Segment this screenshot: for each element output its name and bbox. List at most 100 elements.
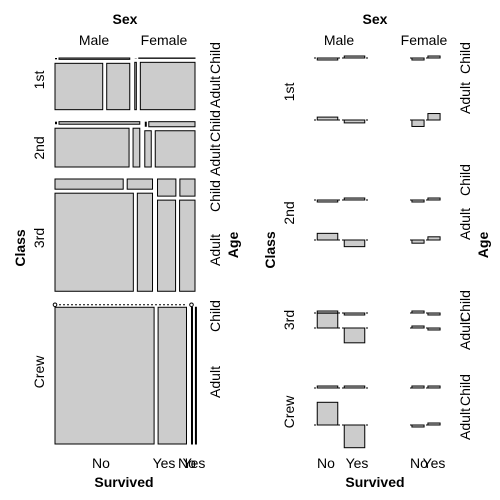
left-survived-label-no-female: No — [178, 455, 196, 471]
mosaic-1st-female-adult-no-tile — [134, 61, 137, 111]
left-class-label-3rd: 3rd — [31, 228, 47, 248]
mosaic-crew-female-adult-no-tile — [190, 306, 193, 445]
left-survived-title: Survived — [94, 474, 153, 490]
mosaic-3rd-male-child-yes-tile — [126, 178, 154, 190]
bar-1st-male-child-no-bar — [316, 57, 339, 61]
bar-1st-female-child-no-bar — [411, 57, 425, 61]
right-survived-label-yes-male: Yes — [346, 455, 369, 471]
bar-crew-female-adult-no-bar — [411, 424, 425, 428]
bar-1st-female-child-yes-bar — [427, 55, 441, 59]
bar-crew-female-child-yes-bar — [427, 385, 441, 389]
left-class-title: Class — [12, 229, 28, 267]
right-age-label-adult-2nd: Adult — [457, 208, 473, 240]
right-bar-marks — [314, 55, 442, 449]
mosaic-1st-male-adult-no-tile — [54, 62, 104, 111]
mosaic-2nd-male-adult-no-tile — [54, 127, 130, 168]
bar-crew-male-adult-no-bar — [316, 401, 339, 426]
mosaic-2nd-female-child-yes-tile — [148, 121, 196, 128]
right-bar-panel: Sex Male Female Class 1st 2nd 3rd Crew A… — [262, 11, 491, 490]
bar-3rd-female-adult-no-bar — [411, 325, 425, 329]
mosaic-3rd-female-adult-yes-tile — [179, 199, 196, 292]
mosaic-2nd-male-child-yes-tile — [58, 121, 141, 125]
bar-2nd-female-adult-yes-bar — [427, 236, 441, 241]
left-age-label-child-2nd: Child — [207, 110, 223, 142]
bar-crew-female-adult-yes-bar — [427, 422, 441, 426]
mosaic-3rd-male-adult-no-tile — [54, 192, 134, 292]
left-survived-label-yes-female: Yes — [183, 455, 206, 471]
right-age-label-adult-3rd: Adult — [457, 318, 473, 350]
right-sex-label-male: Male — [324, 32, 355, 48]
bar-1st-female-adult-no-bar — [411, 119, 425, 127]
bar-2nd-male-child-no-bar — [316, 199, 339, 203]
bar-crew-male-adult-yes-bar — [343, 424, 366, 449]
bar-2nd-male-adult-no-bar — [316, 232, 339, 241]
bar-2nd-male-child-yes-bar — [343, 197, 366, 201]
left-class-label-2nd: 2nd — [31, 136, 47, 159]
left-sex-title: Sex — [113, 11, 138, 27]
bar-3rd-female-adult-yes-bar — [427, 327, 441, 331]
bar-2nd-female-adult-no-bar — [411, 239, 425, 244]
mosaic-1st-male-child-yes-tile — [58, 57, 131, 60]
right-age-label-adult-1st: Adult — [457, 82, 473, 114]
bar-1st-male-adult-yes-bar — [343, 119, 366, 124]
left-age-label-adult-3rd: Adult — [207, 234, 223, 266]
left-class-label-crew: Crew — [31, 355, 47, 389]
bar-crew-male-child-no-bar — [316, 385, 339, 389]
right-class-label-2nd: 2nd — [281, 201, 297, 224]
mosaic-2nd-female-adult-yes-tile — [154, 130, 196, 168]
right-age-label-child-1st: Child — [457, 42, 473, 74]
right-sex-label-female: Female — [401, 32, 448, 48]
mosaic-3rd-female-child-no-tile — [157, 178, 177, 197]
mosaic-1st-female-adult-yes-tile — [139, 61, 196, 111]
right-age-label-child-3rd: Child — [457, 290, 473, 322]
left-mosaic-panel: Sex Male Female Class 1st 2nd 3rd Crew A… — [12, 11, 241, 490]
right-age-label-child-2nd: Child — [457, 164, 473, 196]
right-class-label-crew: Crew — [281, 395, 297, 429]
right-age-label-child-crew: Child — [457, 374, 473, 406]
right-age-label-adult-crew: Adult — [457, 408, 473, 440]
bar-3rd-male-adult-yes-bar — [343, 327, 366, 344]
right-survived-label-no-male: No — [317, 455, 335, 471]
mosaic-2nd-female-adult-no-tile — [144, 130, 152, 168]
mosaic-crew-male-adult-yes-tile — [157, 306, 187, 445]
left-survived-label-yes-male: Yes — [153, 455, 176, 471]
bar-2nd-female-child-yes-bar — [427, 197, 441, 201]
mosaic-crew-female-adult-yes-tile — [194, 306, 197, 445]
right-survived-label-yes-female: Yes — [423, 455, 446, 471]
mosaic-2nd-male-adult-yes-tile — [132, 127, 141, 168]
bar-3rd-female-child-no-bar — [411, 310, 425, 314]
left-mosaic-tiles — [52, 57, 197, 445]
left-sex-label-male: Male — [79, 32, 110, 48]
right-class-label-3rd: 3rd — [281, 310, 297, 330]
left-class-label-1st: 1st — [31, 71, 47, 90]
bar-1st-female-adult-yes-bar — [427, 113, 441, 121]
mosaic-3rd-male-adult-yes-tile — [136, 192, 154, 292]
left-age-label-adult-2nd: Adult — [207, 144, 223, 176]
bar-2nd-male-adult-yes-bar — [343, 239, 366, 248]
bar-3rd-male-child-yes-bar — [343, 312, 366, 316]
bar-2nd-female-child-no-bar — [411, 199, 425, 203]
left-age-label-child-1st: Child — [207, 42, 223, 74]
left-age-label-adult-1st: Adult — [207, 76, 223, 108]
right-class-title: Class — [262, 231, 278, 269]
right-survived-title: Survived — [345, 474, 404, 490]
bar-3rd-male-adult-no-bar — [316, 312, 339, 329]
mosaic-3rd-female-child-yes-tile — [179, 178, 196, 197]
mosaic-crew-female-child-empty-marker — [189, 302, 194, 308]
left-age-title: Age — [225, 232, 241, 259]
left-age-label-child-3rd: Child — [207, 180, 223, 212]
mosaic-crew-male-child-empty-marker — [52, 302, 58, 308]
right-survived-label-no-female: No — [410, 455, 428, 471]
mosaic-1st-male-adult-yes-tile — [106, 62, 131, 111]
bar-1st-male-adult-no-bar — [316, 116, 339, 121]
right-class-label-1st: 1st — [281, 83, 297, 102]
left-survived-label-no-male: No — [92, 455, 110, 471]
right-sex-title: Sex — [363, 11, 388, 27]
mosaic-3rd-male-child-no-tile — [54, 178, 124, 190]
left-sex-label-female: Female — [141, 32, 188, 48]
right-age-title: Age — [475, 232, 491, 259]
left-age-label-child-crew: Child — [207, 300, 223, 332]
bar-1st-male-child-yes-bar — [343, 55, 366, 59]
mosaic-3rd-female-adult-no-tile — [157, 199, 177, 292]
